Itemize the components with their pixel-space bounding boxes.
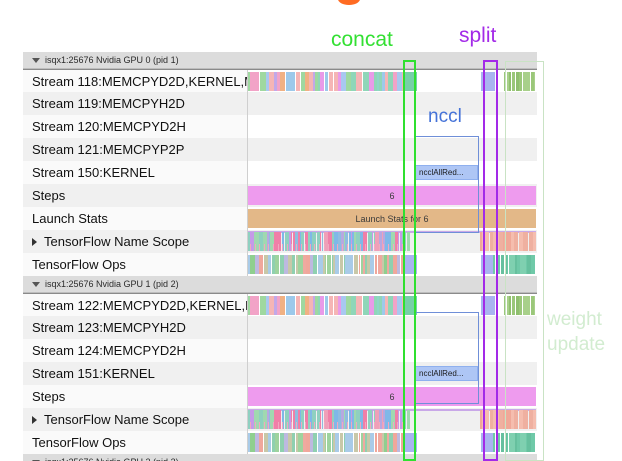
timeline-track[interactable]: 6 bbox=[248, 385, 537, 408]
name-scope-sublevel bbox=[248, 422, 408, 429]
timeline-row-label[interactable]: Stream 119:MEMCPYH2D bbox=[23, 92, 248, 115]
timeline-row[interactable]: Stream 122:MEMCPYD2D,KERNEL,MI bbox=[23, 293, 537, 317]
chevron-right-icon[interactable] bbox=[32, 237, 37, 246]
timeline-row-label-text: TensorFlow Name Scope bbox=[44, 412, 190, 427]
group-header-gpu-1[interactable]: isqx1:25676 Nvidia GPU 1 (pid 2) bbox=[23, 276, 537, 293]
timeline-row[interactable]: Stream 124:MEMCPYD2H bbox=[23, 339, 537, 362]
trace-event-cluster[interactable] bbox=[248, 72, 403, 91]
timeline-row-label-text: Stream 119:MEMCPYH2D bbox=[32, 96, 185, 111]
timeline-row[interactable]: Stream 119:MEMCPYH2D bbox=[23, 92, 537, 115]
name-scope-sublevel bbox=[248, 244, 408, 251]
timeline-track[interactable] bbox=[248, 431, 537, 454]
step-bar[interactable]: 6 bbox=[248, 186, 536, 205]
timeline-row[interactable]: Launch Stats Launch Stats for 6 bbox=[23, 207, 537, 230]
timeline-row-label[interactable]: Stream 122:MEMCPYD2D,KERNEL,MI bbox=[23, 294, 248, 317]
timeline-row[interactable]: TensorFlow Ops bbox=[23, 431, 537, 454]
trace-event-block[interactable] bbox=[403, 433, 417, 452]
timeline-row[interactable]: Steps 6 bbox=[23, 385, 537, 408]
trace-event-cluster[interactable] bbox=[248, 433, 406, 452]
chevron-right-icon[interactable] bbox=[32, 415, 37, 424]
timeline-row-label[interactable]: Stream 123:MEMCPYH2D bbox=[23, 316, 248, 339]
timeline-track[interactable] bbox=[248, 230, 537, 253]
trace-event-block[interactable] bbox=[403, 255, 417, 274]
group-header-gpu-0[interactable]: isqx1:25676 Nvidia GPU 0 (pid 1) bbox=[23, 52, 537, 69]
timeline-track[interactable] bbox=[248, 253, 537, 276]
trace-event-block[interactable] bbox=[403, 296, 417, 315]
annotation-label-weight-line2: update bbox=[547, 334, 606, 355]
annotation-label-nccl: nccl bbox=[428, 106, 462, 127]
timeline-row-label-text: TensorFlow Ops bbox=[32, 257, 126, 272]
timeline-row-label[interactable]: TensorFlow Name Scope bbox=[23, 408, 248, 431]
timeline-row-label[interactable]: TensorFlow Ops bbox=[23, 431, 248, 454]
timeline-row[interactable]: TensorFlow Ops bbox=[23, 253, 537, 276]
timeline-row[interactable]: Stream 120:MEMCPYD2H bbox=[23, 115, 537, 138]
timeline-row-label-text: Stream 123:MEMCPYH2D bbox=[32, 320, 186, 335]
annotation-box-nccl-gpu1 bbox=[414, 312, 479, 404]
trace-event-cluster[interactable] bbox=[248, 296, 403, 315]
timeline-track[interactable]: Launch Stats for 6 bbox=[248, 207, 537, 230]
timeline-row-label-text: Launch Stats bbox=[32, 211, 108, 226]
chevron-down-icon[interactable] bbox=[32, 281, 40, 287]
group-header-gpu-2[interactable]: isqx1:25676 Nvidia GPU 2 (pid 3) bbox=[23, 454, 537, 461]
timeline-row-label[interactable]: Stream 118:MEMCPYD2D,KERNEL,MI bbox=[23, 70, 248, 93]
timeline-row[interactable]: Stream 123:MEMCPYH2D bbox=[23, 316, 537, 339]
annotation-box-nccl-gpu0 bbox=[414, 136, 479, 233]
timeline-row-label[interactable]: Stream 121:MEMCPYP2P bbox=[23, 138, 248, 161]
trace-event-cluster[interactable] bbox=[248, 410, 410, 429]
timeline-row-label-text: Stream 121:MEMCPYP2P bbox=[32, 142, 185, 157]
group-header-label: isqx1:25676 Nvidia GPU 1 (pid 2) bbox=[45, 279, 179, 289]
timeline-row-label[interactable]: TensorFlow Name Scope bbox=[23, 230, 248, 253]
timeline-row-label[interactable]: Stream 150:KERNEL bbox=[23, 161, 248, 184]
trace-event-block[interactable] bbox=[403, 72, 417, 91]
timeline-row-label[interactable]: Stream 120:MEMCPYD2H bbox=[23, 115, 248, 138]
group-header-label: isqx1:25676 Nvidia GPU 2 (pid 3) bbox=[45, 457, 179, 461]
timeline-row[interactable]: TensorFlow Name Scope bbox=[23, 408, 537, 431]
annotation-box-concat bbox=[403, 60, 416, 461]
chevron-down-icon[interactable] bbox=[32, 57, 40, 63]
step-bar[interactable]: 6 bbox=[248, 387, 536, 406]
annotation-label-weight-update: weight update bbox=[547, 307, 605, 357]
timeline-row[interactable]: Steps 6 bbox=[23, 184, 537, 207]
group-header-label: isqx1:25676 Nvidia GPU 0 (pid 1) bbox=[45, 55, 179, 65]
timeline-row-label[interactable]: Steps bbox=[23, 184, 248, 207]
timeline-track[interactable] bbox=[248, 70, 537, 93]
timeline-row[interactable]: Stream 118:MEMCPYD2D,KERNEL,MI bbox=[23, 69, 537, 93]
timeline-row-label-text: TensorFlow Ops bbox=[32, 435, 126, 450]
timeline-row-label-text: Steps bbox=[32, 389, 66, 404]
timeline-row-label-text: Stream 124:MEMCPYD2H bbox=[32, 343, 186, 358]
timeline-row-label[interactable]: Stream 124:MEMCPYD2H bbox=[23, 339, 248, 362]
timeline-row-label[interactable]: Stream 151:KERNEL bbox=[23, 362, 248, 385]
annotation-label-split: split bbox=[459, 24, 497, 47]
annotation-label-concat: concat bbox=[331, 28, 393, 51]
timeline-row-label-text: Stream 118:MEMCPYD2D,KERNEL,MI bbox=[32, 74, 248, 89]
trace-event-cluster[interactable] bbox=[248, 232, 410, 251]
timeline-row-label-text: Steps bbox=[32, 188, 66, 203]
trace-event-cluster[interactable] bbox=[248, 255, 406, 274]
timeline-row-label-text: Stream 120:MEMCPYD2H bbox=[32, 119, 186, 134]
annotation-box-weight-update bbox=[505, 61, 544, 461]
orange-marker-icon bbox=[338, 0, 360, 5]
timeline-row-label-text: Stream 150:KERNEL bbox=[32, 165, 155, 180]
launch-stats-bar[interactable]: Launch Stats for 6 bbox=[248, 209, 536, 228]
timeline-track[interactable]: 6 bbox=[248, 184, 537, 207]
chevron-down-icon[interactable] bbox=[32, 459, 40, 461]
timeline-row[interactable]: Stream 121:MEMCPYP2P bbox=[23, 138, 537, 161]
timeline-row[interactable]: TensorFlow Name Scope bbox=[23, 230, 537, 253]
timeline-row-label-text: Stream 151:KERNEL bbox=[32, 366, 155, 381]
timeline-row-label[interactable]: Launch Stats bbox=[23, 207, 248, 230]
timeline-panel[interactable]: isqx1:25676 Nvidia GPU 0 (pid 1) Stream 1… bbox=[23, 52, 537, 461]
timeline-row-label-text: TensorFlow Name Scope bbox=[44, 234, 190, 249]
timeline-row-label-text: Stream 122:MEMCPYD2D,KERNEL,MI bbox=[32, 298, 248, 313]
timeline-row-label[interactable]: TensorFlow Ops bbox=[23, 253, 248, 276]
annotation-label-weight-line1: weight bbox=[547, 309, 602, 330]
annotation-box-split bbox=[483, 60, 498, 461]
timeline-row-label[interactable]: Steps bbox=[23, 385, 248, 408]
